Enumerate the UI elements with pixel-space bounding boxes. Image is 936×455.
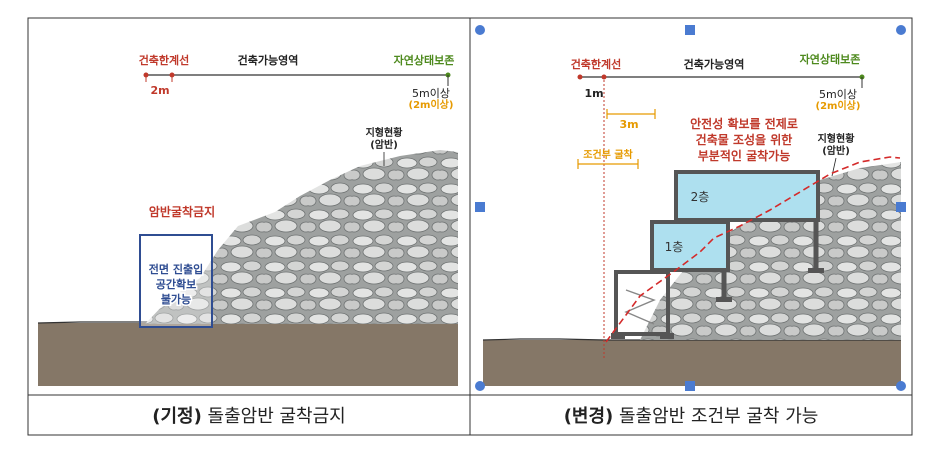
right-floor-2: 2층: [691, 190, 710, 204]
right-dim-3m: 3m: [619, 118, 638, 131]
right-caption-rest: 돌출암반 조건부 굴착 가능: [613, 406, 818, 427]
right-rock: [640, 162, 901, 340]
selection-handle-top[interactable]: [685, 25, 695, 35]
left-caption-rest: 돌출암반 굴착금지: [202, 406, 346, 427]
right-caption-bold: (변경): [564, 406, 614, 427]
right-line-start-label: 건축한계선: [571, 57, 622, 71]
selection-handle-right[interactable]: [896, 202, 906, 212]
selection-handle-top-left[interactable]: [475, 25, 485, 35]
selection-handle-bottom-left[interactable]: [475, 381, 485, 391]
right-safety-1: 안전성 확보를 전제로: [690, 116, 798, 131]
right-ground: [483, 340, 901, 386]
left-rock: [145, 150, 458, 324]
right-safety-3: 부분적인 굴착가능: [698, 148, 791, 163]
right-end-dim-2: (2m이상): [816, 99, 861, 112]
left-caption: (기정) 돌출암반 굴착금지: [152, 406, 346, 427]
footing-mid: [716, 297, 732, 302]
left-line-mid-label: 건축가능영역: [238, 53, 299, 67]
right-marker-1m: [601, 74, 607, 80]
building-pilotis: [614, 270, 670, 336]
left-access-box: [139, 234, 213, 328]
right-start-dim: 1m: [584, 87, 603, 100]
right-line-mid-label: 건축가능영역: [684, 57, 745, 71]
right-terrain-label-2: (암반): [822, 144, 850, 157]
right-floor-1: 1층: [665, 240, 684, 254]
left-line-end-label: 자연상태보존: [394, 53, 455, 67]
selection-handle-bottom[interactable]: [685, 381, 695, 391]
left-terrain-label-1: 지형현황: [366, 126, 404, 139]
selection-handle-left[interactable]: [475, 202, 485, 212]
right-panel: 건축한계선 건축가능영역 자연상태보존 1m 5m이상 (2m이상) 3m 조건…: [475, 25, 906, 391]
footing-left: [611, 333, 625, 339]
left-end-dim-1: 5m이상: [412, 87, 450, 100]
left-panel: 건축한계선 건축가능영역 자연상태보존 2m 5m이상 (2m이상) 지형현황 …: [37, 53, 459, 386]
pilotis-zigzag: [624, 289, 656, 325]
left-ban-label: 암반굴착금지: [149, 204, 215, 219]
left-end-dim-2: (2m이상): [409, 98, 454, 111]
left-box-line-3: 불가능: [161, 292, 191, 306]
right-safety-2: 건축물 조성을 위한: [696, 132, 793, 147]
excavation-line: [605, 156, 901, 343]
left-line-start-label: 건축한계선: [139, 53, 190, 67]
building-floor-1: [650, 220, 730, 272]
left-start-dim: 2m: [150, 84, 169, 97]
selection-handle-top-right[interactable]: [896, 25, 906, 35]
left-terrain-label-2: (암반): [370, 138, 398, 151]
right-caption: (변경) 돌출암반 조건부 굴착 가능: [564, 406, 819, 427]
footing-right: [808, 268, 824, 273]
left-caption-bold: (기정): [152, 406, 202, 427]
right-end-dim-1: 5m이상: [819, 88, 857, 101]
left-box-line-2: 공간확보: [156, 277, 196, 291]
right-line-end-label: 자연상태보존: [800, 52, 861, 66]
selection-handle-bottom-right[interactable]: [896, 381, 906, 391]
left-box-line-1: 전면 진출입: [149, 262, 203, 276]
right-cond-label: 조건부 굴착: [583, 148, 633, 161]
footing-center: [660, 333, 674, 339]
right-marker-start: [577, 74, 583, 80]
right-terrain-label-1: 지형현황: [818, 132, 856, 145]
left-ground: [38, 323, 458, 386]
